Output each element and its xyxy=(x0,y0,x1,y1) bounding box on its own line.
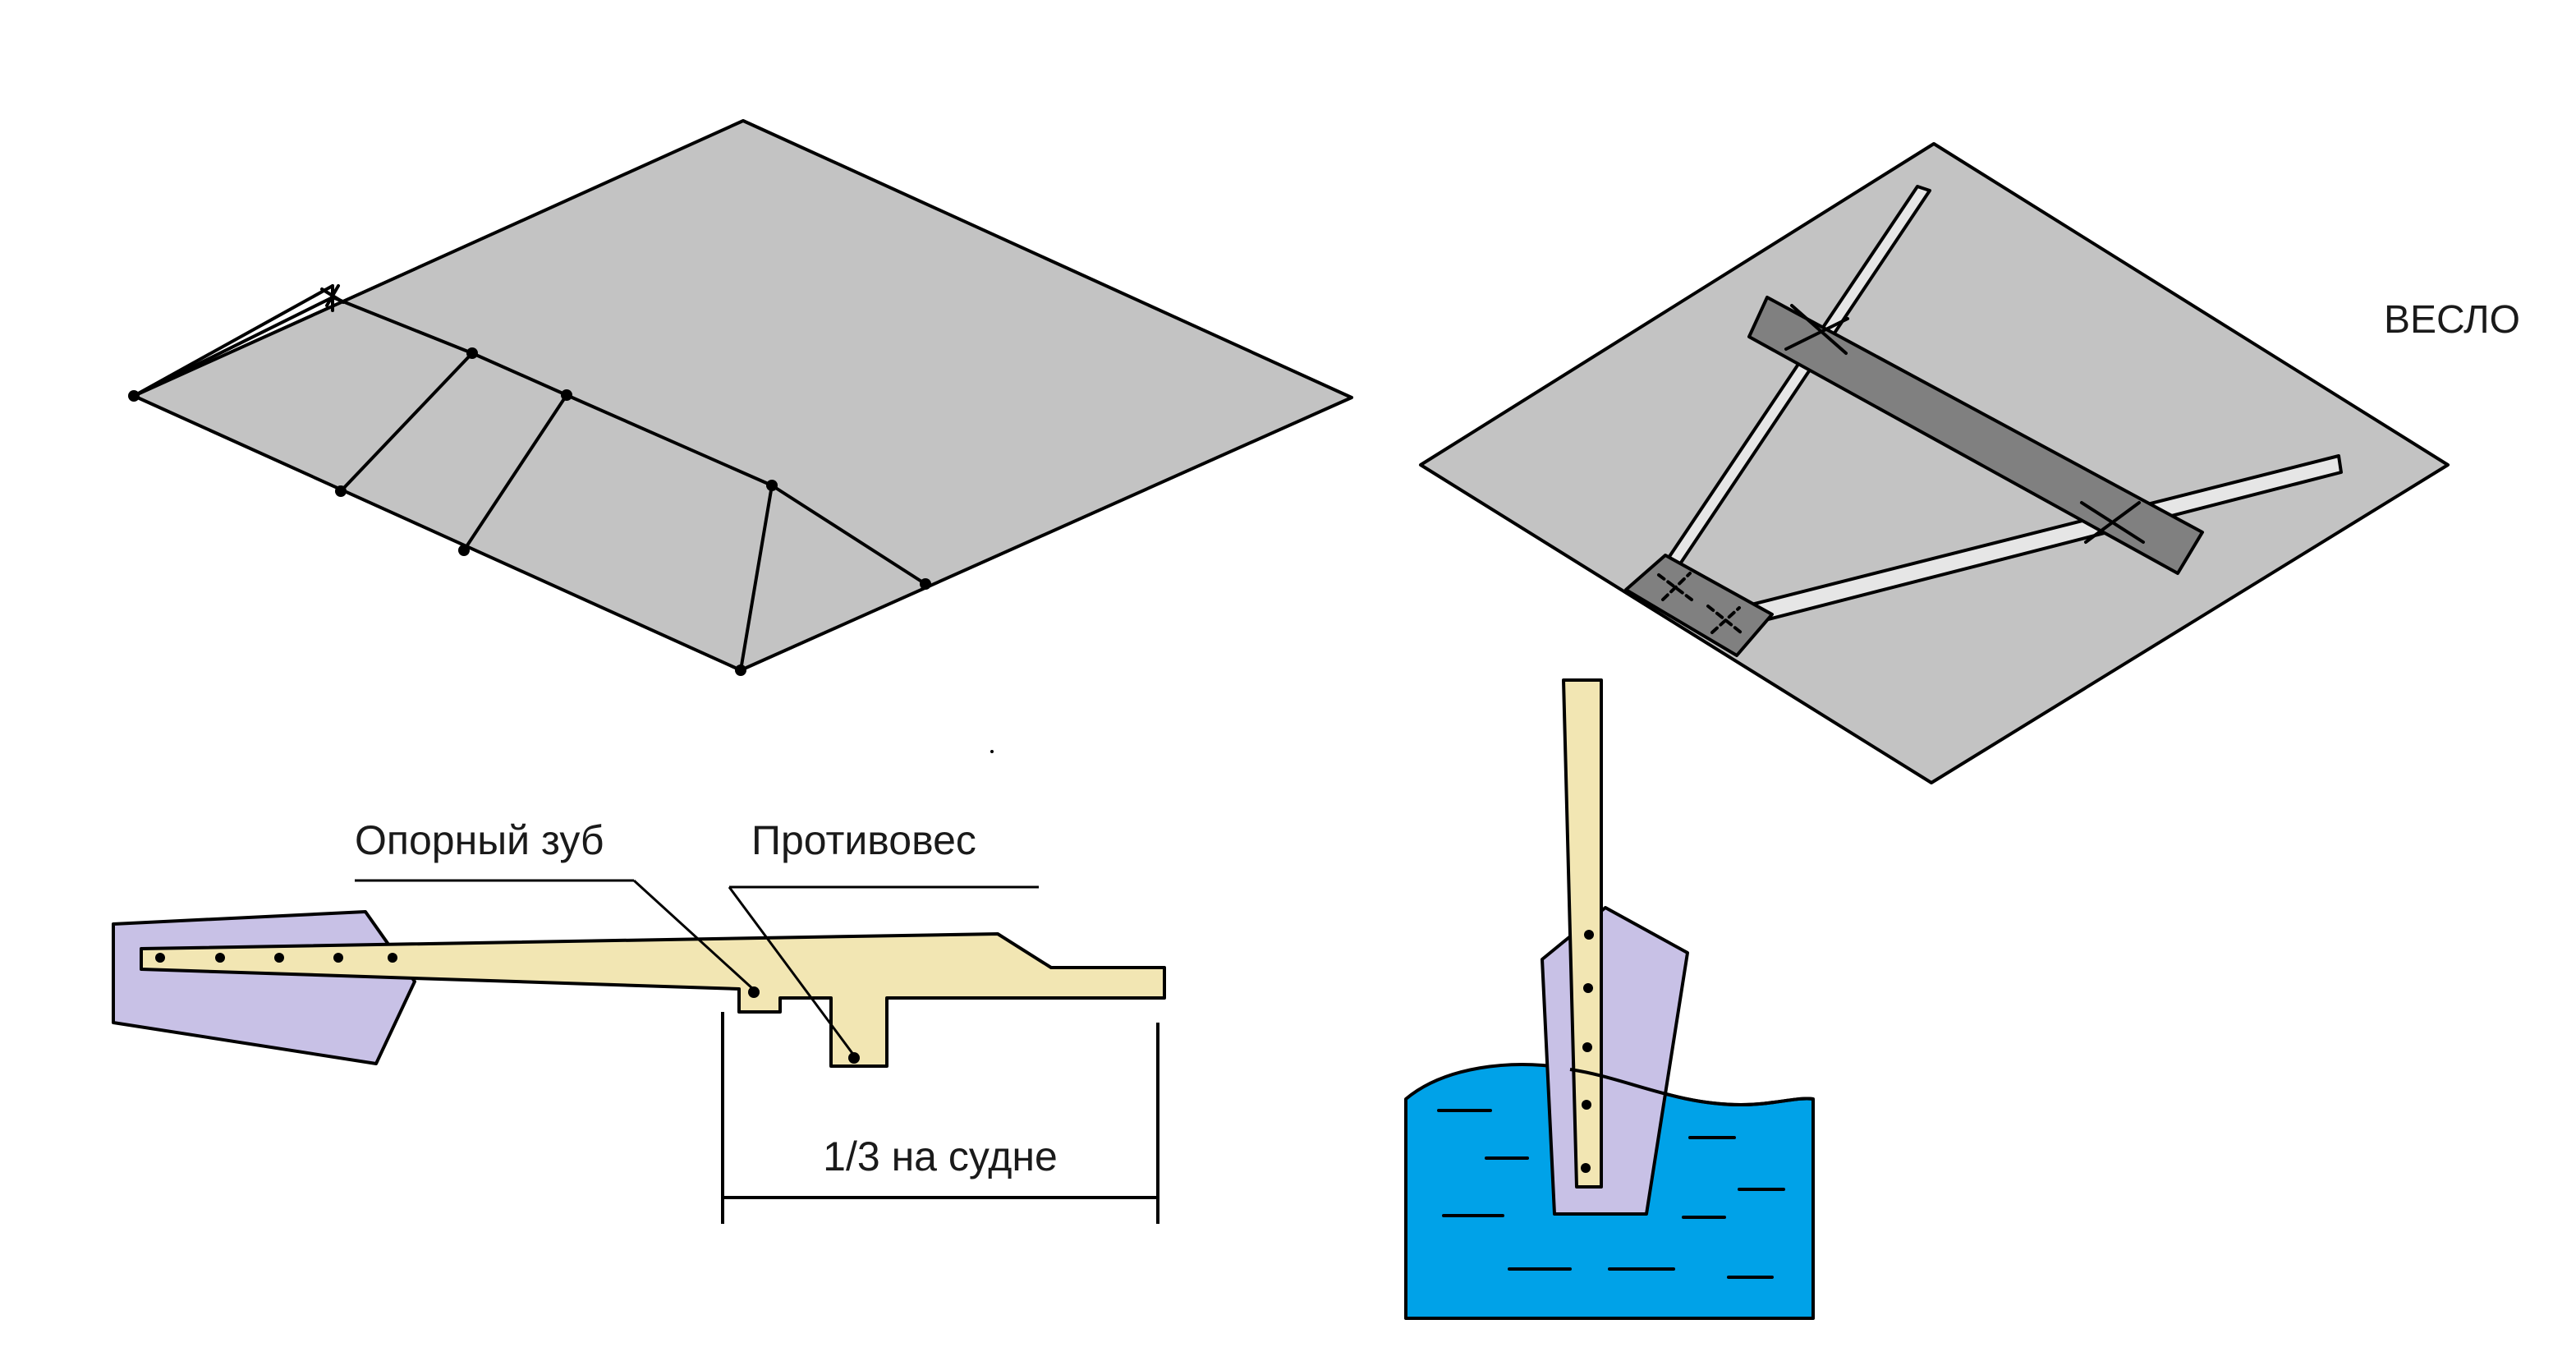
top-left-panel-surface xyxy=(132,119,1353,672)
oar-side-holes xyxy=(155,953,860,1064)
oar-shaft-front xyxy=(1562,678,1603,1189)
dark-plate-small xyxy=(1624,554,1774,657)
top-left-panel xyxy=(132,119,1353,672)
rivet-dot xyxy=(128,390,140,402)
dark-plate-long xyxy=(1747,296,2204,575)
cross-mark xyxy=(1710,606,1741,634)
rivet-dot xyxy=(561,389,572,401)
top-right-panel-surface xyxy=(1419,142,2450,784)
top-left-panel-rib xyxy=(739,484,774,672)
cross-mark xyxy=(1661,572,1692,601)
hole-dot xyxy=(848,1052,860,1064)
cross-mark xyxy=(1784,317,1849,351)
leader-protivoves-pointer xyxy=(728,886,856,1056)
cross-mark xyxy=(1657,573,1693,601)
rivet-dot xyxy=(458,545,470,556)
top-left-panel-rivets xyxy=(128,347,931,676)
hole-dot xyxy=(215,953,225,963)
hole-dot xyxy=(748,986,760,998)
leader-opornyi-zub-pointer xyxy=(632,879,755,991)
rivet-dot xyxy=(466,347,478,359)
rivet-dot xyxy=(766,480,778,491)
hole-dot xyxy=(274,953,284,963)
label-third-on-ship: 1/3 на судне xyxy=(823,1133,1058,1179)
hole-dot xyxy=(1581,1163,1591,1173)
label-opornyi-zub: Опорный зуб xyxy=(355,817,604,863)
rivet-dot xyxy=(920,578,931,590)
hole-dot xyxy=(155,953,165,963)
oar-front-holes xyxy=(1581,930,1594,1173)
top-left-panel-ridge xyxy=(132,296,927,586)
oar-side-view xyxy=(112,879,1166,1224)
hole-dot xyxy=(388,953,397,963)
cross-mark xyxy=(1706,605,1743,634)
stray-dot xyxy=(990,750,994,753)
top-left-panel-rib xyxy=(339,352,474,493)
top-left-panel-rib xyxy=(462,393,568,552)
rivet-dot xyxy=(335,485,347,497)
water-ripples xyxy=(1437,1109,1785,1279)
top-right-panel xyxy=(1419,142,2450,784)
water-surface-line xyxy=(1569,1068,1814,1106)
hole-dot xyxy=(1584,930,1594,940)
oar-blade-side xyxy=(112,910,416,1065)
label-veslo: ВЕСЛО xyxy=(2384,298,2520,342)
rivet-dot xyxy=(735,664,746,676)
label-protivoves: Противовес xyxy=(751,817,976,863)
oar-shaft-side xyxy=(140,932,1166,1068)
hole-dot xyxy=(1583,983,1593,993)
oar-in-water xyxy=(1404,678,1815,1320)
hole-dot xyxy=(333,953,343,963)
top-left-panel-cross-mark xyxy=(325,284,340,307)
cross-mark xyxy=(1790,304,1848,355)
hole-dot xyxy=(1582,1100,1591,1110)
hole-dot xyxy=(1582,1042,1592,1052)
cross-mark xyxy=(2084,501,2141,544)
top-left-panel-fold-edge xyxy=(132,284,334,398)
